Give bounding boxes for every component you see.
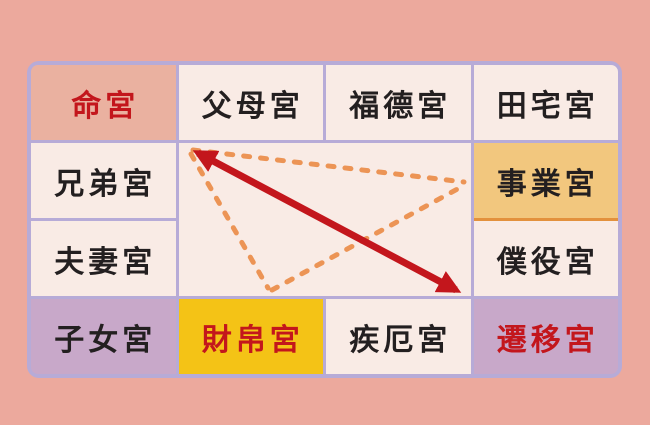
cell-label: 僕役宮: [496, 244, 599, 280]
cell-label: 田宅宮: [496, 88, 599, 124]
cell-label: 命宮: [71, 88, 140, 124]
cell-life-palace: 命宮: [31, 65, 176, 140]
cell-fortune-palace: 福德宮: [326, 65, 471, 140]
cell-wealth-palace: 財帛宮: [178, 299, 323, 374]
cell-label: 疾厄宮: [349, 322, 452, 358]
cell-parents-palace: 父母宮: [178, 65, 323, 140]
center-area: [178, 143, 471, 296]
cell-servants-palace: 僕役宮: [473, 221, 618, 296]
cell-travel-palace: 遷移宮: [473, 299, 618, 374]
cell-property-palace: 田宅宮: [473, 65, 618, 140]
cell-label: 事業宮: [496, 166, 599, 202]
cell-spouse-palace: 夫妻宮: [31, 221, 176, 296]
cell-children-palace: 子女宮: [31, 299, 176, 374]
cell-label: 子女宮: [54, 322, 157, 358]
palace-grid: 命宮 父母宮 福德宮 田宅宮 兄弟宮 事業宮 夫妻宮 僕役宮 子女宮 財帛宮 疾…: [31, 65, 618, 374]
cell-label: 遷移宮: [496, 322, 599, 358]
chart-board: 命宮 父母宮 福德宮 田宅宮 兄弟宮 事業宮 夫妻宮 僕役宮 子女宮 財帛宮 疾…: [27, 61, 622, 378]
cell-label: 父母宮: [201, 88, 304, 124]
cell-career-palace: 事業宮: [473, 143, 618, 218]
cell-label: 夫妻宮: [54, 244, 157, 280]
cell-siblings-palace: 兄弟宮: [31, 143, 176, 218]
cell-health-palace: 疾厄宮: [326, 299, 471, 374]
cell-label: 財帛宮: [201, 322, 304, 358]
cell-label: 福德宮: [349, 88, 452, 124]
cell-label: 兄弟宮: [54, 166, 157, 202]
